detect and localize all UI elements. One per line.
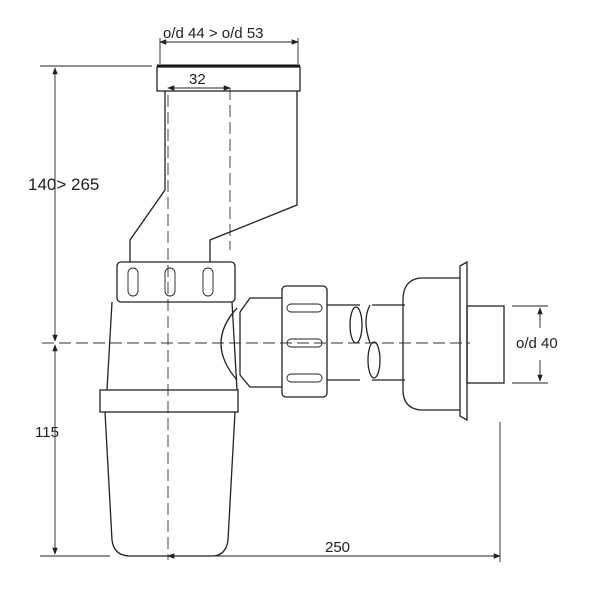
height-range-label: 140> 265 [28,175,99,194]
dimensions [40,38,548,562]
wall-connector [402,260,505,422]
offset-label: 32 [189,71,206,88]
base-height-label: 115 [35,424,59,441]
inlet-cap [156,64,301,92]
bottle-nut [116,261,236,303]
outlet-pipe [220,285,405,398]
bottle-body [99,301,239,557]
projection-label: 250 [325,539,350,556]
outlet-diameter-label: o/d 40 [516,335,558,352]
centre-lines [42,88,470,560]
inlet-diameter-label: o/d 44 > o/d 53 [163,25,264,42]
inlet-body [129,91,298,262]
